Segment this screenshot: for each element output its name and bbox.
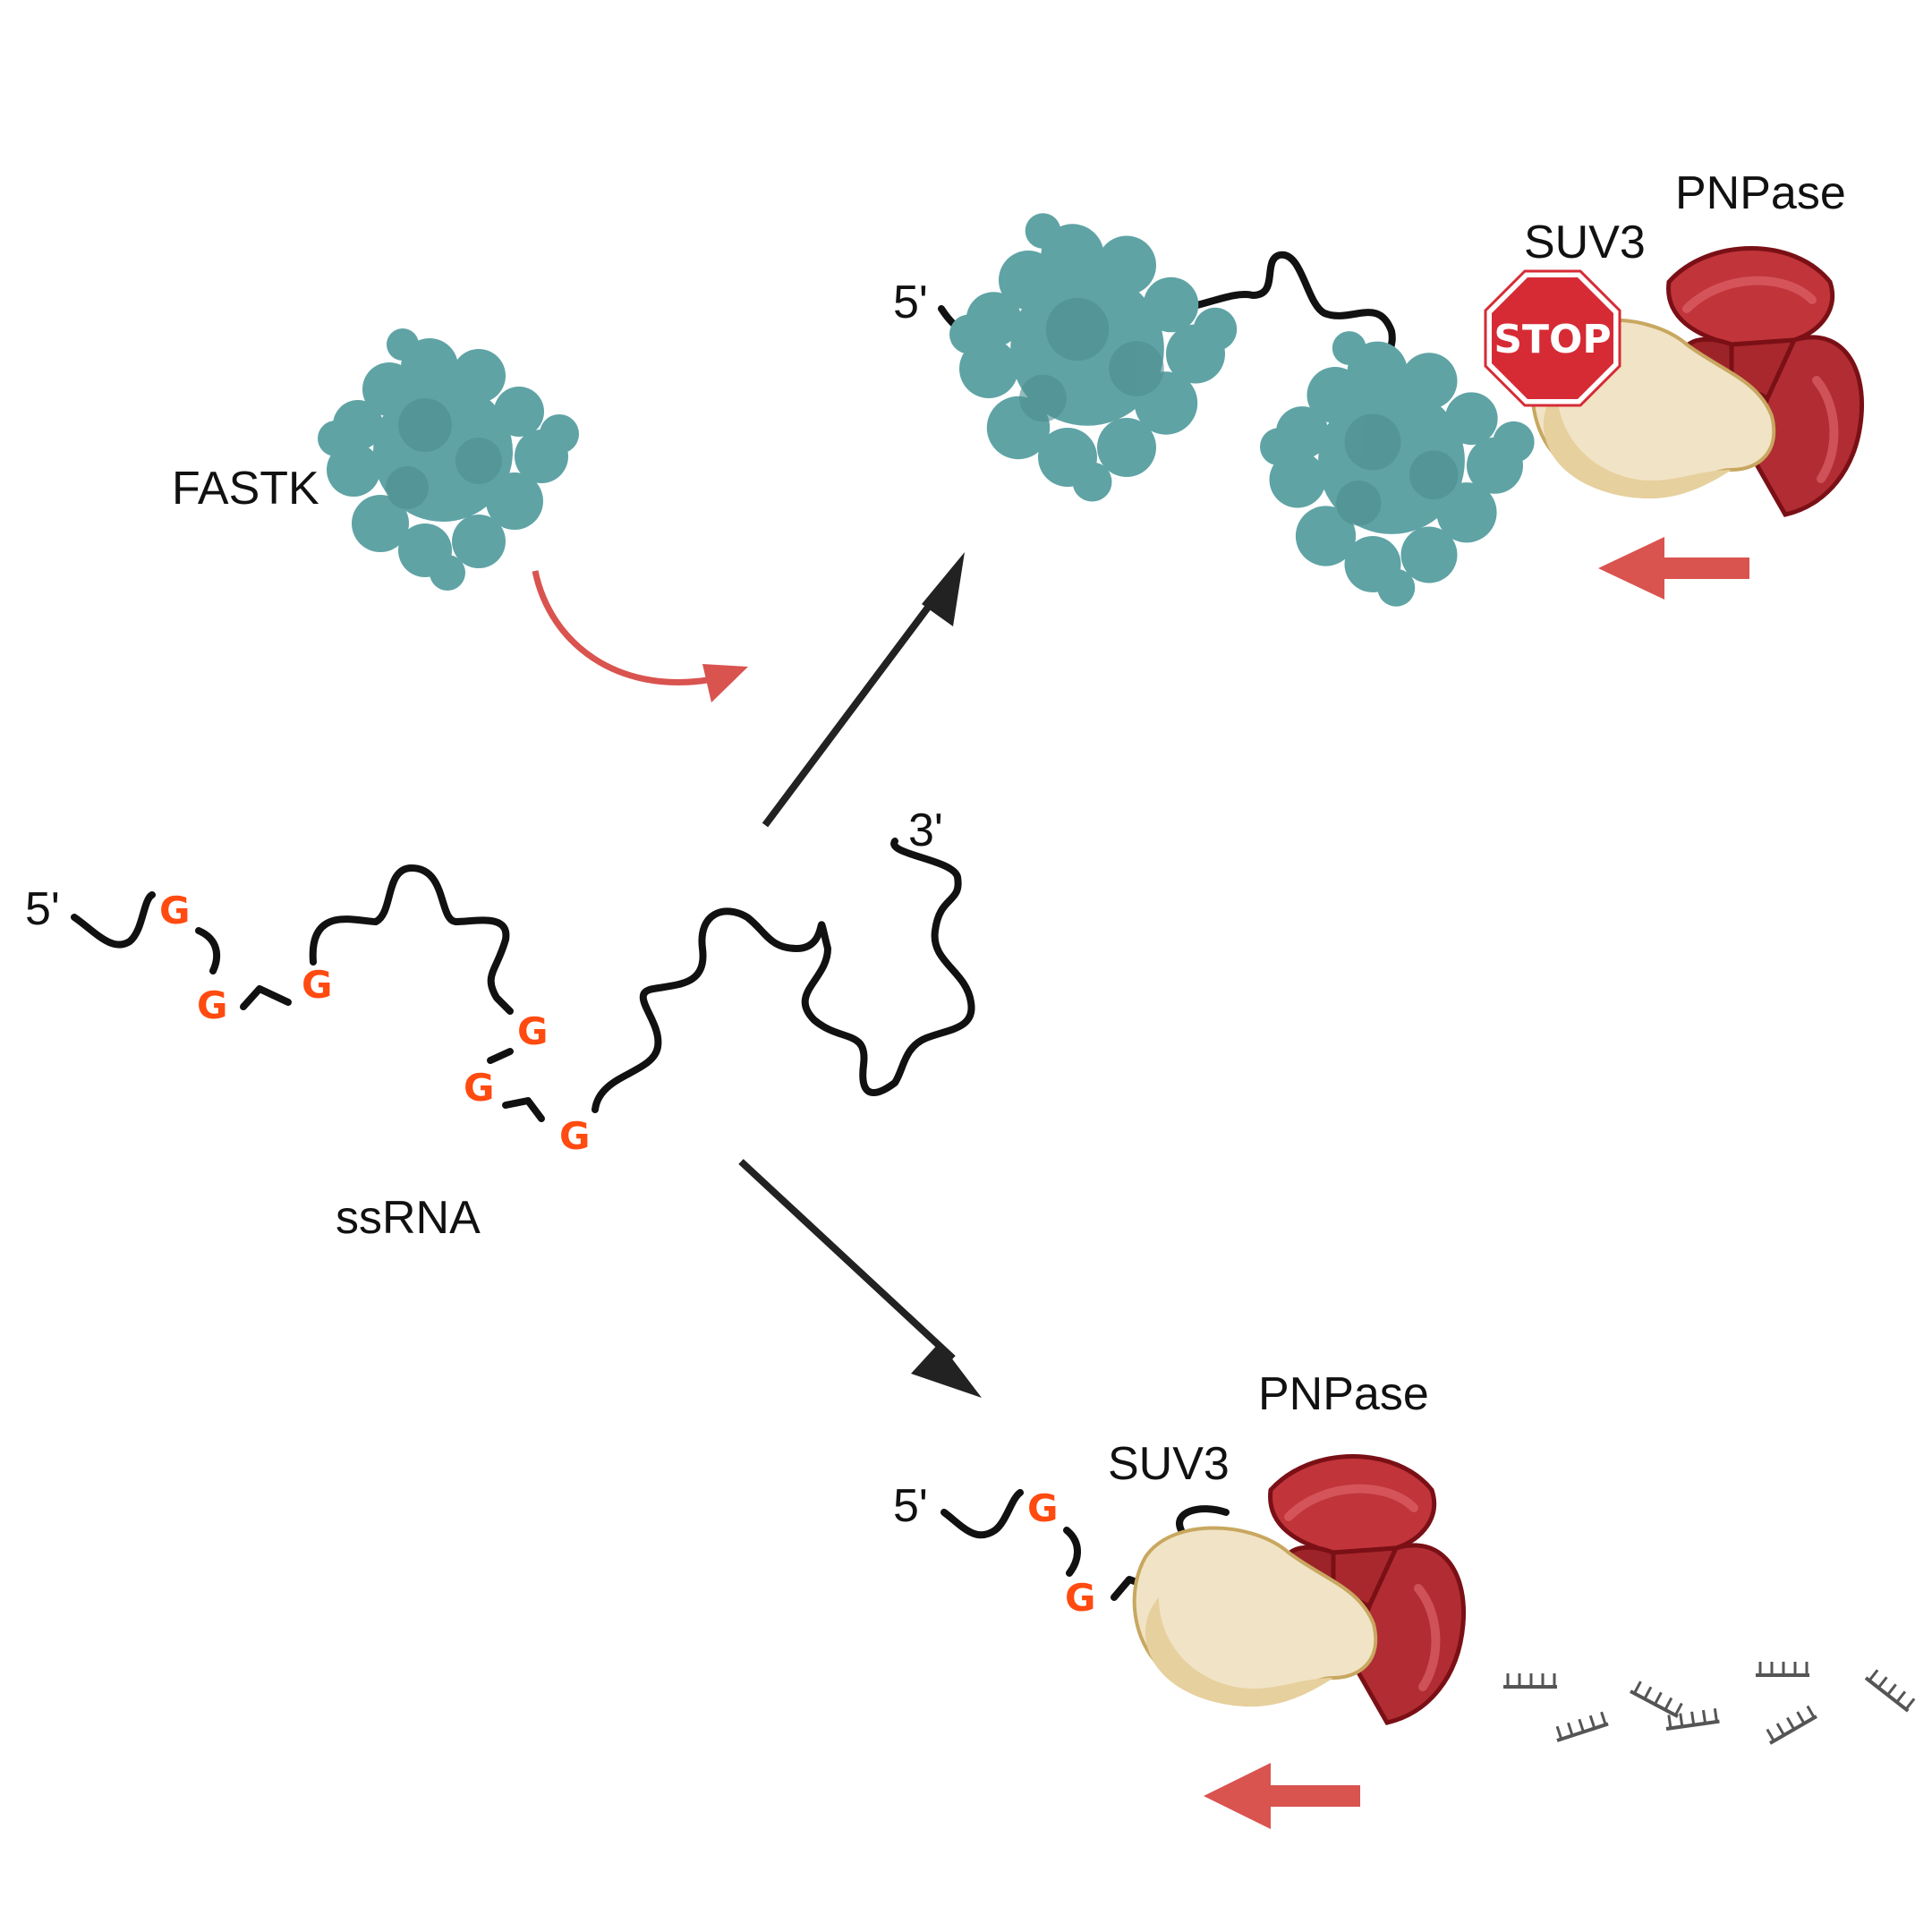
g-base: G [1027, 1486, 1058, 1530]
ssrna-segment-3 [240, 985, 292, 1010]
ssrna-3prime-label: 3' [908, 804, 943, 856]
stop-sign-icon: STOP [1484, 269, 1621, 407]
g-base: G [517, 1009, 548, 1053]
pathway-arrow-up [762, 595, 939, 828]
fastk-protein-icon [318, 328, 579, 591]
binding-arrow [532, 570, 708, 685]
nucleotide-fragment-icon [1502, 1672, 1559, 1689]
pathway-arrow-down-head [911, 1342, 982, 1398]
degraded-rna-5prime-label: 5' [893, 1480, 928, 1532]
degraded-rna-segment-1 [940, 1489, 1024, 1539]
pnpase-complex-icon [1135, 1457, 1464, 1723]
pnpase-label-bottom: PNPase [1258, 1368, 1429, 1420]
g-base: G [464, 1066, 494, 1110]
protected-rna-5prime-label: 5' [893, 277, 928, 328]
suv3-label-top: SUV3 [1524, 217, 1646, 268]
g-base: G [302, 963, 332, 1007]
g-base: G [159, 889, 190, 932]
nucleotide-fragment-icon [1551, 1709, 1611, 1742]
suv3-label-bottom: SUV3 [1108, 1438, 1230, 1490]
ssrna-segment-2 [195, 927, 221, 975]
ssrna-label: ssRNA [336, 1192, 481, 1244]
pnpase-label-top: PNPase [1675, 167, 1846, 219]
nucleotide-fragment-icon [1754, 1660, 1811, 1677]
ssrna-segment-4 [309, 864, 514, 1015]
fastk-protein-icon [1260, 331, 1535, 607]
pathway-arrow-up-head [922, 552, 965, 626]
direction-arrow-bottom [1204, 1763, 1360, 1829]
ssrna-5prime-label: 5' [25, 883, 60, 935]
pathway-arrow-down [738, 1159, 956, 1361]
binding-arrow-head [702, 664, 748, 702]
ssrna-segment-1 [71, 891, 156, 949]
nucleotide-fragment-icon [1662, 1706, 1722, 1731]
fastk-protein-icon [949, 213, 1238, 502]
g-base: G [559, 1114, 590, 1158]
stop-sign-text: STOP [1494, 317, 1611, 362]
fastk-label: FASTK [172, 463, 319, 515]
g-base: G [1065, 1576, 1095, 1620]
degraded-rna-segment-2 [1063, 1527, 1081, 1577]
ssrna-segment-5 [487, 1048, 514, 1064]
g-base: G [197, 983, 227, 1027]
ssrna-segment-6 [502, 1097, 545, 1122]
ssrna-segment-7 [592, 838, 975, 1113]
nucleotide-fragment-icon [1864, 1665, 1919, 1713]
nucleotide-fragment-icon [1761, 1703, 1818, 1745]
direction-arrow-top [1598, 537, 1749, 600]
nucleotide-fragment-icon [1630, 1680, 1684, 1716]
